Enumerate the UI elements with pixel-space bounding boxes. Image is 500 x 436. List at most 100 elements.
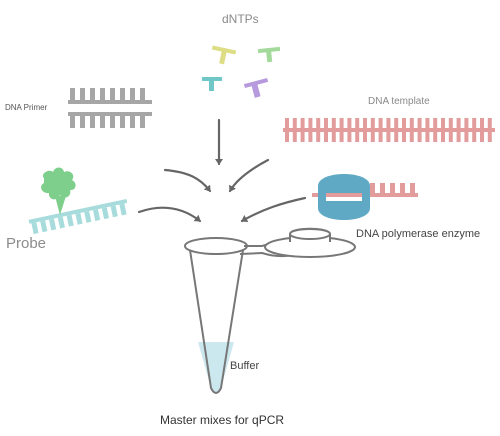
template-base <box>409 118 414 128</box>
probe-icon <box>28 167 128 235</box>
template-base <box>480 118 484 128</box>
primer-base <box>100 116 105 128</box>
template-base <box>331 132 336 142</box>
dntp-yellow-icon <box>211 45 237 65</box>
dna-polymerase-label: DNA polymerase enzyme <box>356 228 481 240</box>
primer-base <box>70 88 75 100</box>
template-base <box>331 118 336 128</box>
template-base <box>300 132 305 142</box>
diagram-title: Master mixes for qPCR <box>160 413 285 427</box>
probe-label: Probe <box>6 235 47 252</box>
pcr-tube-icon <box>184 227 356 394</box>
template-base <box>378 132 383 142</box>
fluorophore-icon <box>41 167 76 215</box>
polymerase-strand-base <box>410 183 415 193</box>
template-base <box>472 132 477 142</box>
arrows-icon <box>137 118 307 223</box>
template-base <box>355 118 360 128</box>
tube-cap-icon <box>264 227 356 258</box>
template-base <box>464 118 469 128</box>
template-base <box>308 118 313 128</box>
buffer-label: Buffer <box>230 360 260 372</box>
polymerase-strand-base <box>400 183 405 193</box>
template-base <box>308 132 313 142</box>
template-base <box>285 118 289 128</box>
primer-base <box>80 116 85 128</box>
probe-base <box>31 222 39 235</box>
probe-base <box>40 220 48 233</box>
primer-base <box>130 88 135 100</box>
template-base <box>394 118 399 128</box>
template-base <box>347 132 352 142</box>
template-base <box>402 118 406 128</box>
primer-backbone-bottom <box>68 112 152 116</box>
dna-primer-label: DNA Primer <box>5 103 48 112</box>
primer-base <box>110 88 115 100</box>
arrow-polymerase-icon <box>240 196 307 223</box>
template-base <box>386 118 391 128</box>
dntp-green-icon <box>257 46 281 63</box>
template-base <box>441 132 445 142</box>
primer-base <box>140 88 145 100</box>
template-base <box>487 118 492 128</box>
probe-backbone <box>28 199 128 224</box>
polymerase-strand-base <box>380 183 385 193</box>
dntps-label: dNTPs <box>222 12 259 26</box>
dntp-purple-icon <box>243 77 269 98</box>
dntps-icon <box>202 45 281 98</box>
arrow-template-icon <box>228 158 270 193</box>
primer-backbone-top <box>68 100 152 104</box>
primer-base <box>80 88 85 100</box>
probe-base <box>57 216 65 229</box>
template-base <box>355 132 360 142</box>
template-base <box>324 132 328 142</box>
polymerase-strand-base <box>390 183 395 193</box>
arrow-probe-icon <box>137 206 202 223</box>
buffer-liquid-icon <box>198 342 234 393</box>
probe-base <box>119 203 127 216</box>
template-base <box>292 118 297 128</box>
template-base <box>292 132 297 142</box>
probe-base <box>84 211 92 223</box>
probe-base <box>49 218 57 231</box>
template-base <box>456 132 461 142</box>
template-base <box>433 132 438 142</box>
template-base <box>448 132 453 142</box>
template-base <box>324 118 328 128</box>
template-base <box>285 132 289 142</box>
primer-base <box>90 88 95 100</box>
template-base <box>300 118 305 128</box>
template-base <box>339 118 344 128</box>
dna-polymerase-icon <box>312 174 418 220</box>
primer-base <box>110 116 115 128</box>
dna-primer-icon <box>68 88 152 128</box>
dna-template-label: DNA template <box>368 96 430 107</box>
template-base <box>425 118 430 128</box>
primer-base <box>120 88 125 100</box>
template-base <box>370 118 375 128</box>
template-base <box>370 132 375 142</box>
template-base <box>339 132 344 142</box>
template-base <box>433 118 438 128</box>
template-base <box>386 132 391 142</box>
probe-base <box>101 207 110 220</box>
primer-base <box>90 116 95 128</box>
template-base <box>378 118 383 128</box>
probe-base <box>110 205 118 218</box>
template-base <box>394 132 399 142</box>
template-base <box>316 132 321 142</box>
probe-base <box>75 212 83 225</box>
primer-base <box>140 116 145 128</box>
primer-base <box>130 116 135 128</box>
dntp-teal-icon <box>202 77 222 91</box>
template-base <box>448 118 453 128</box>
template-base <box>347 118 352 128</box>
probe-base <box>93 209 101 221</box>
template-base <box>464 132 469 142</box>
probe-base <box>66 214 74 227</box>
primer-base <box>100 88 105 100</box>
template-base <box>487 132 492 142</box>
template-base <box>425 132 430 142</box>
primer-base <box>70 116 75 128</box>
